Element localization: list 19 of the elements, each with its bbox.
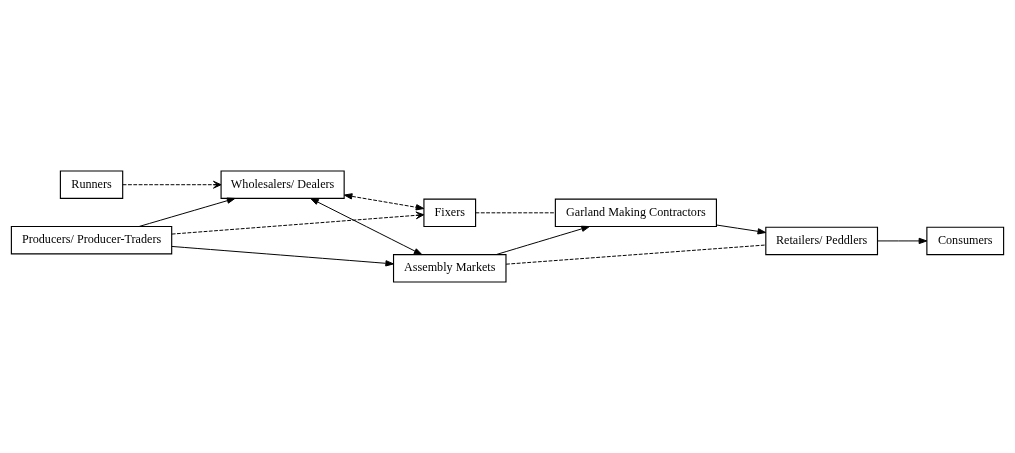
node-box: Producers/ Producer-Traders [10, 225, 173, 255]
arrow [138, 197, 236, 227]
arrow [171, 211, 425, 235]
arrow [877, 237, 928, 245]
node-box: Fixers [423, 198, 477, 228]
node-box: Retailers/ Peddlers [765, 226, 879, 256]
node-box: Garland Making Contractors [554, 198, 717, 228]
node-box: Runners [59, 170, 124, 199]
arrow [171, 245, 394, 267]
arrow [716, 224, 767, 235]
arrow [122, 180, 222, 189]
connector [475, 212, 556, 214]
arrow [495, 225, 590, 256]
arrow [310, 198, 423, 256]
arrow [343, 193, 425, 211]
connector [505, 244, 767, 265]
node-box: Consumers [926, 226, 1005, 256]
node-box: Assembly Markets [392, 254, 507, 283]
node-box: Wholesalers/ Dealers [220, 170, 345, 199]
